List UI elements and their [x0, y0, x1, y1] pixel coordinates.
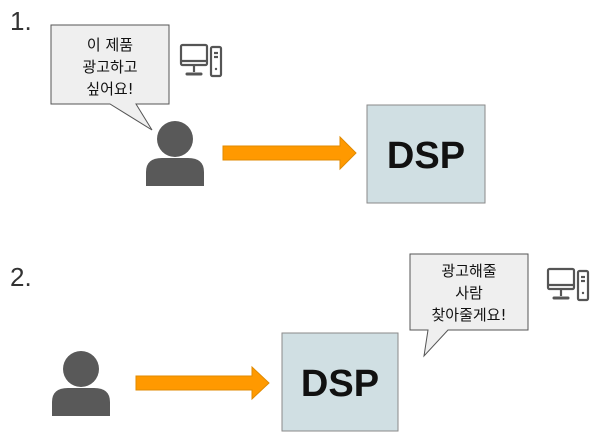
speech-bubble-2: 광고해줄 사람 찾아줄게요! [409, 253, 529, 358]
dsp-box-1-label: DSP [387, 135, 465, 177]
speech-bubble-2-line-3: 찾아줄게요! [431, 306, 506, 324]
scene-2: 2. 광고해줄 사람 찾아줄게요! [10, 253, 590, 432]
dsp-box-1: DSP [366, 104, 486, 204]
dsp-box-2-label: DSP [301, 363, 379, 405]
step-number-2: 2. [10, 262, 32, 292]
step-number-1: 1. [10, 6, 32, 36]
desktop-computer-icon [179, 43, 223, 78]
arrow-right-icon [135, 365, 270, 401]
speech-bubble-2-shape [409, 253, 529, 358]
speech-bubble-2-line-2: 사람 [455, 284, 483, 302]
scene-1: 1. 이 제품 광고하고 싶어요! [10, 6, 486, 204]
arrow-right-icon [222, 135, 357, 171]
speech-bubble-1-line-1: 이 제품 [87, 36, 133, 54]
speech-bubble-1-shape [50, 24, 170, 131]
speech-bubble-1: 이 제품 광고하고 싶어요! [50, 24, 170, 131]
person-icon [52, 351, 110, 416]
person-icon [146, 121, 204, 186]
speech-bubble-1-line-2: 광고하고 [82, 58, 137, 76]
speech-bubble-2-line-1: 광고해줄 [441, 262, 496, 280]
speech-bubble-1-line-3: 싶어요! [86, 80, 133, 98]
dsp-box-2: DSP [281, 332, 399, 432]
desktop-computer-icon [546, 267, 590, 302]
